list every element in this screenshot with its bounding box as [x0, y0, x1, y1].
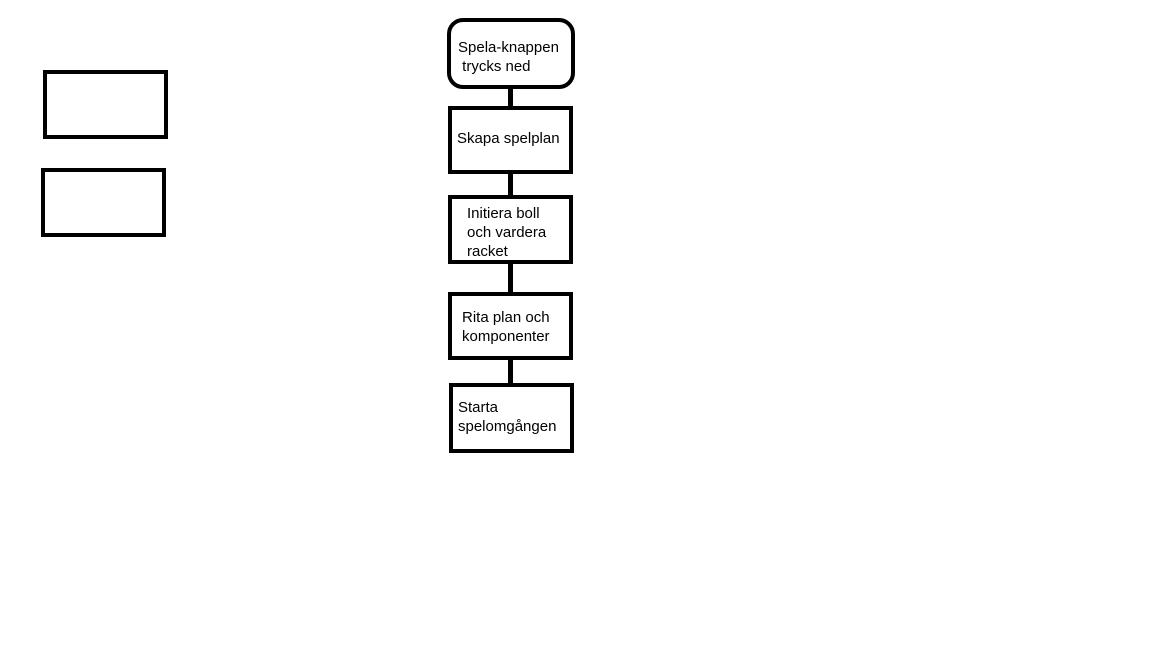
node-label: Starta spelomgången	[458, 399, 557, 435]
node-label: Skapa spelplan	[457, 130, 560, 147]
flow-connector	[508, 87, 513, 108]
flow-connector	[508, 358, 513, 385]
flow-connector	[508, 262, 513, 294]
node-start-game-round: Starta spelomgången	[449, 383, 574, 453]
node-start-play-button-pressed: Spela-knappen trycks ned	[447, 18, 575, 89]
node-label: Spela-knappen trycks ned	[458, 39, 559, 75]
node-label: Rita plan och komponenter	[462, 309, 550, 345]
empty-box	[41, 168, 166, 237]
node-label: Initiera boll och vardera racket	[467, 205, 547, 260]
flow-connector	[508, 172, 513, 197]
node-init-ball-and-paddles: Initiera boll och vardera racket	[448, 195, 573, 264]
empty-box	[43, 70, 168, 139]
node-create-game-board: Skapa spelplan	[448, 106, 573, 174]
node-draw-board-and-components: Rita plan och komponenter	[448, 292, 573, 360]
